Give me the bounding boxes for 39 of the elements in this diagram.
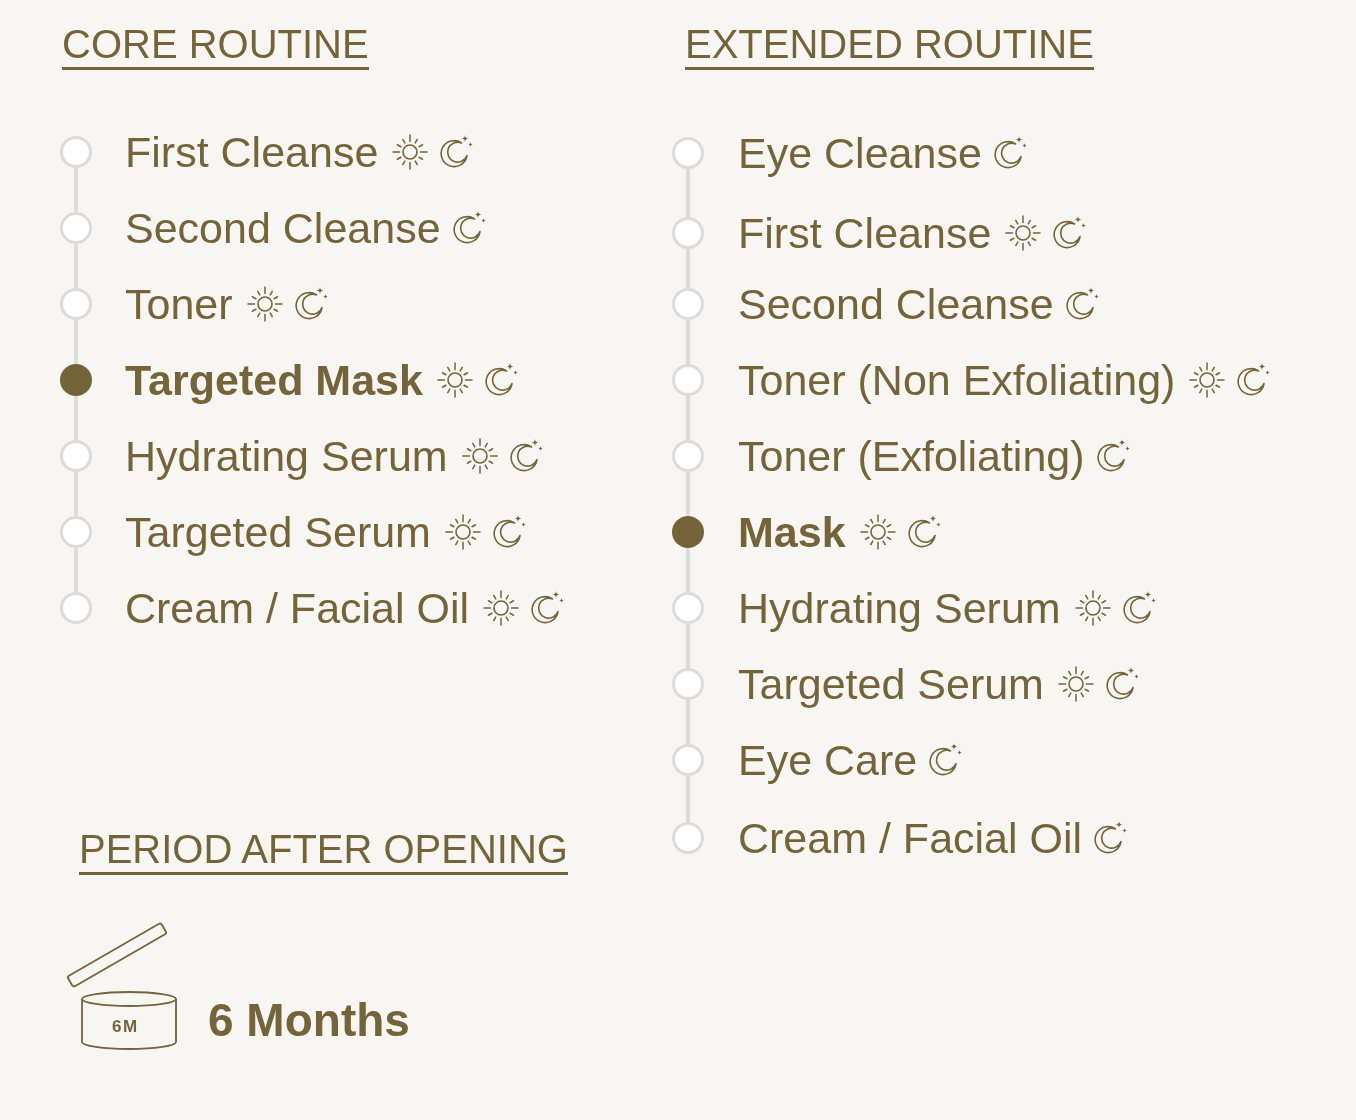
step-label: Eye Care bbox=[738, 735, 918, 786]
step-label: Toner bbox=[125, 279, 233, 330]
section-heading: CORE ROUTINE bbox=[62, 24, 369, 70]
timeline-dot bbox=[672, 288, 704, 320]
section-heading: EXTENDED ROUTINE bbox=[685, 24, 1094, 70]
timeline-dot bbox=[672, 592, 704, 624]
timeline-dot bbox=[60, 212, 92, 244]
step-label: Eye Cleanse bbox=[738, 128, 982, 179]
timeline-dot bbox=[60, 592, 92, 624]
timeline-dot bbox=[60, 364, 92, 396]
step-label: First Cleanse bbox=[738, 208, 992, 259]
step-label: Targeted Serum bbox=[125, 507, 431, 558]
step-label: First Cleanse bbox=[125, 127, 379, 178]
step-label: Hydrating Serum bbox=[125, 431, 448, 482]
timeline-dot bbox=[60, 136, 92, 168]
step-label: Cream / Facial Oil bbox=[738, 813, 1083, 864]
timeline-dot bbox=[672, 668, 704, 700]
step-label: Targeted Serum bbox=[738, 659, 1044, 710]
step-label: Targeted Mask bbox=[125, 355, 423, 406]
timeline-dot bbox=[672, 364, 704, 396]
jar-label: 6M bbox=[112, 1017, 139, 1037]
step-label: Second Cleanse bbox=[738, 279, 1054, 330]
timeline-dot bbox=[672, 744, 704, 776]
step-label: Toner (Exfoliating) bbox=[738, 431, 1085, 482]
timeline-dot bbox=[60, 516, 92, 548]
timeline-dot bbox=[672, 516, 704, 548]
timeline-dot bbox=[60, 440, 92, 472]
timeline-dot bbox=[672, 137, 704, 169]
step-label: Second Cleanse bbox=[125, 203, 441, 254]
timeline-dot bbox=[672, 440, 704, 472]
timeline-dot bbox=[60, 288, 92, 320]
section-heading: PERIOD AFTER OPENING bbox=[79, 829, 568, 875]
step-label: Mask bbox=[738, 507, 846, 558]
timeline-dot bbox=[672, 822, 704, 854]
step-label: Cream / Facial Oil bbox=[125, 583, 470, 634]
step-label: Toner (Non Exfoliating) bbox=[738, 355, 1176, 406]
duration-text: 6 Months bbox=[208, 993, 410, 1048]
timeline-dot bbox=[672, 217, 704, 249]
step-label: Hydrating Serum bbox=[738, 583, 1061, 634]
